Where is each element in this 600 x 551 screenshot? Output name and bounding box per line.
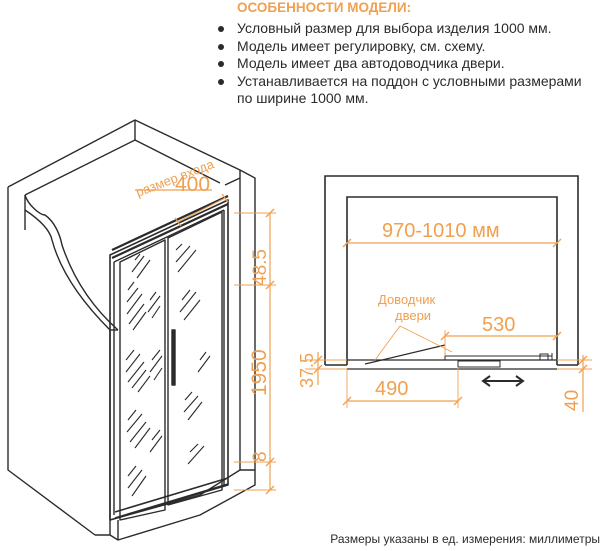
back-wall-inner <box>24 139 221 196</box>
curved-panel <box>24 209 111 535</box>
closer-label-line2: двери <box>395 308 431 323</box>
features-block: ОСОБЕННОСТИ МОДЕЛИ: Условный размер для … <box>215 0 600 108</box>
dim-40-label: 40 <box>562 390 583 411</box>
feature-item: Устанавливается на поддон с условными ра… <box>215 73 600 108</box>
dim-530-label: 530 <box>482 314 515 336</box>
door-handle <box>171 329 176 386</box>
features-list: Условный размер для выбора изделия 1000 … <box>215 20 600 108</box>
side-wall <box>7 187 96 536</box>
dim-top-label: 48.5 <box>250 249 271 286</box>
right-wall-edge <box>239 169 256 470</box>
glass-sliding <box>167 211 223 506</box>
width-range-label: 970-1010 мм <box>382 220 500 242</box>
left-dimensions <box>135 189 276 495</box>
features-title: ОСОБЕННОСТИ МОДЕЛИ: <box>237 0 412 15</box>
dim-height-label: 1950 <box>248 349 271 396</box>
plan-dimensions <box>305 238 592 412</box>
door-frame <box>109 199 229 521</box>
plan-inner-wall <box>346 196 558 365</box>
feature-item: Модель имеет два автодоводчика двери. <box>215 55 600 73</box>
isometric-view <box>7 119 256 541</box>
bottom-rail <box>114 477 229 519</box>
feature-item: Модель имеет регулировку, см. схему. <box>215 38 600 56</box>
glass-hatch <box>125 243 211 497</box>
closer-label-line1: Доводчик <box>378 292 436 307</box>
feature-item: Условный размер для выбора изделия 1000 … <box>215 20 600 38</box>
units-note: Размеры указаны в ед. измерения: миллиме… <box>330 532 600 546</box>
top-rail <box>111 195 229 259</box>
dim-490-label: 490 <box>375 378 408 400</box>
tray-base <box>95 469 256 541</box>
plan-view <box>324 175 579 387</box>
dim-bottom-label: 8 <box>250 451 271 462</box>
back-wall <box>7 119 241 470</box>
dim-37-5-label: 37.5 <box>297 353 317 388</box>
plan-outer-wall <box>324 175 579 365</box>
entrance-width-label: 400 <box>175 173 210 196</box>
glass-fixed <box>119 239 166 521</box>
